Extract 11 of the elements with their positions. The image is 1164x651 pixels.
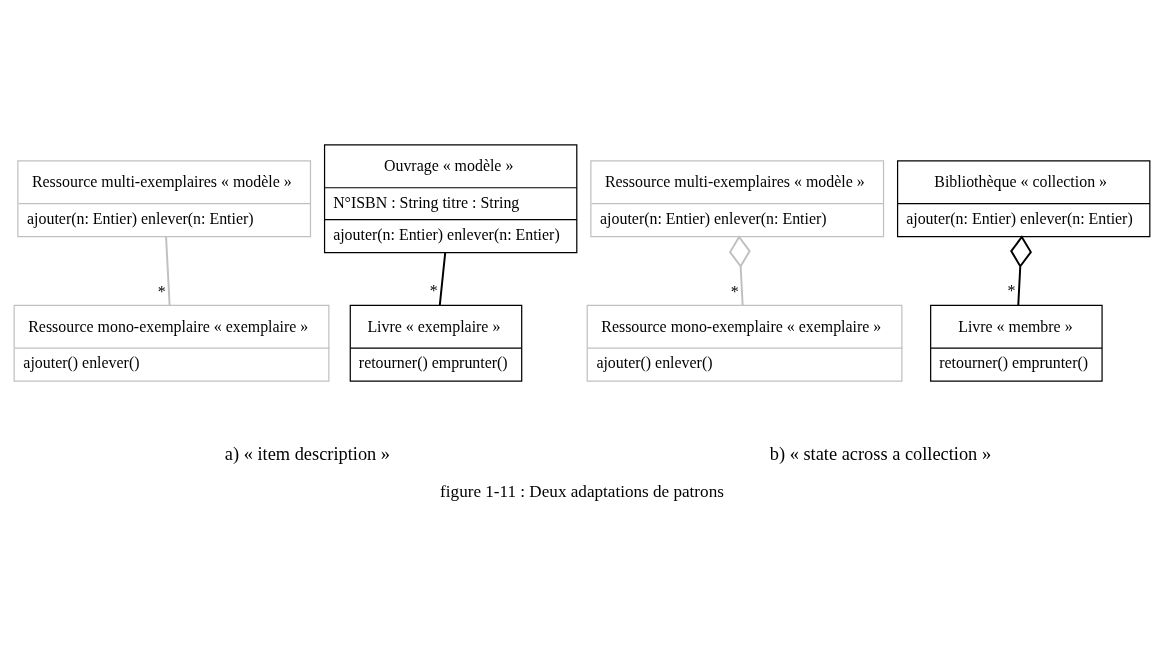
edge-label: * bbox=[157, 283, 166, 301]
label: b) « state across a collection » bbox=[769, 444, 992, 465]
edge-label: * bbox=[429, 281, 438, 299]
caption: figure 1-11 : Deux adaptations de patrons bbox=[440, 481, 724, 501]
label: a) « item description » bbox=[224, 444, 391, 465]
connector bbox=[438, 251, 447, 307]
edge-label: * bbox=[730, 283, 739, 301]
edge-label: * bbox=[1007, 282, 1016, 300]
connector bbox=[165, 235, 171, 307]
connector bbox=[728, 235, 751, 307]
connector bbox=[1010, 235, 1032, 307]
